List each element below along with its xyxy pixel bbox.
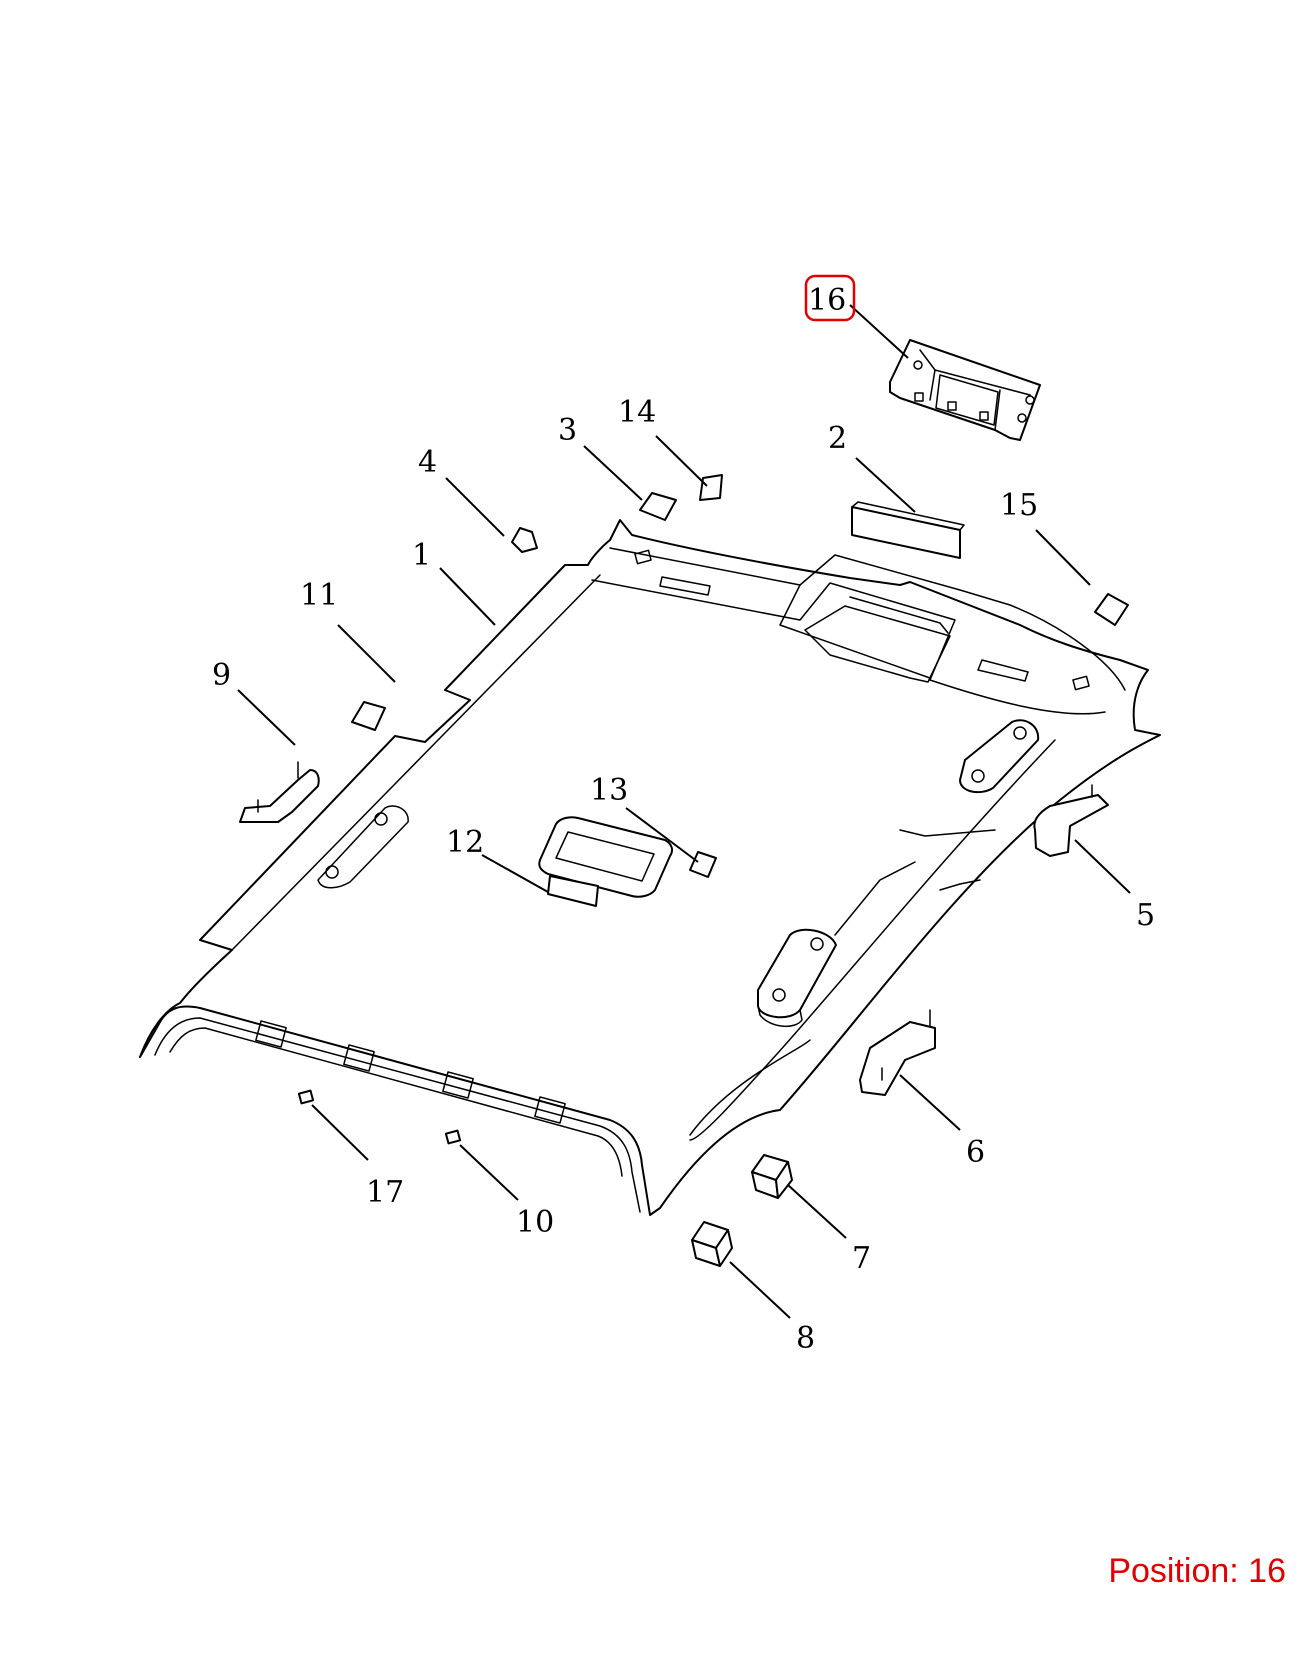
part-8-cube xyxy=(691,1221,733,1267)
part-4-clip xyxy=(511,527,538,553)
callout-1[interactable]: 1 xyxy=(412,538,431,573)
part-2-pad xyxy=(851,506,961,559)
callout-17[interactable]: 17 xyxy=(366,1175,404,1210)
highlight-box-16 xyxy=(804,274,856,322)
part-6-handle xyxy=(859,1021,936,1096)
part-14-clip xyxy=(699,474,723,501)
position-label: Position: 16 xyxy=(1108,1552,1286,1590)
callout-5[interactable]: 5 xyxy=(1136,898,1155,933)
callout-10[interactable]: 10 xyxy=(516,1205,554,1240)
part-13-clip xyxy=(689,851,717,878)
part-15-clip xyxy=(1094,593,1129,626)
part-5-handle xyxy=(1033,794,1109,857)
callout-4[interactable]: 4 xyxy=(418,445,437,480)
callout-numbers: 1 2 3 4 5 6 7 8 9 10 11 12 13 14 15 16 1… xyxy=(212,283,1155,1356)
headliner-panel xyxy=(139,519,1161,1216)
callout-12[interactable]: 12 xyxy=(446,825,484,860)
callout-3[interactable]: 3 xyxy=(558,413,577,448)
part-10-clip xyxy=(444,1129,462,1145)
part-16-bracket xyxy=(889,339,1041,441)
callout-7[interactable]: 7 xyxy=(852,1241,871,1276)
part-11-clip xyxy=(351,701,386,731)
callout-14[interactable]: 14 xyxy=(618,395,656,430)
callout-9[interactable]: 9 xyxy=(212,658,231,693)
part-9-handle xyxy=(239,769,320,823)
callout-8[interactable]: 8 xyxy=(796,1321,815,1356)
callout-11[interactable]: 11 xyxy=(300,578,338,613)
callout-15[interactable]: 15 xyxy=(1000,488,1038,523)
callout-2[interactable]: 2 xyxy=(828,421,847,456)
callout-13[interactable]: 13 xyxy=(590,773,628,808)
leader-lines xyxy=(237,304,1131,1319)
part-12-pad xyxy=(547,875,599,907)
callout-16[interactable]: 16 xyxy=(808,283,846,318)
part-17-clip xyxy=(297,1089,315,1105)
callout-6[interactable]: 6 xyxy=(966,1135,985,1170)
part-3-clip xyxy=(639,492,677,521)
part-7-cube xyxy=(751,1154,793,1199)
